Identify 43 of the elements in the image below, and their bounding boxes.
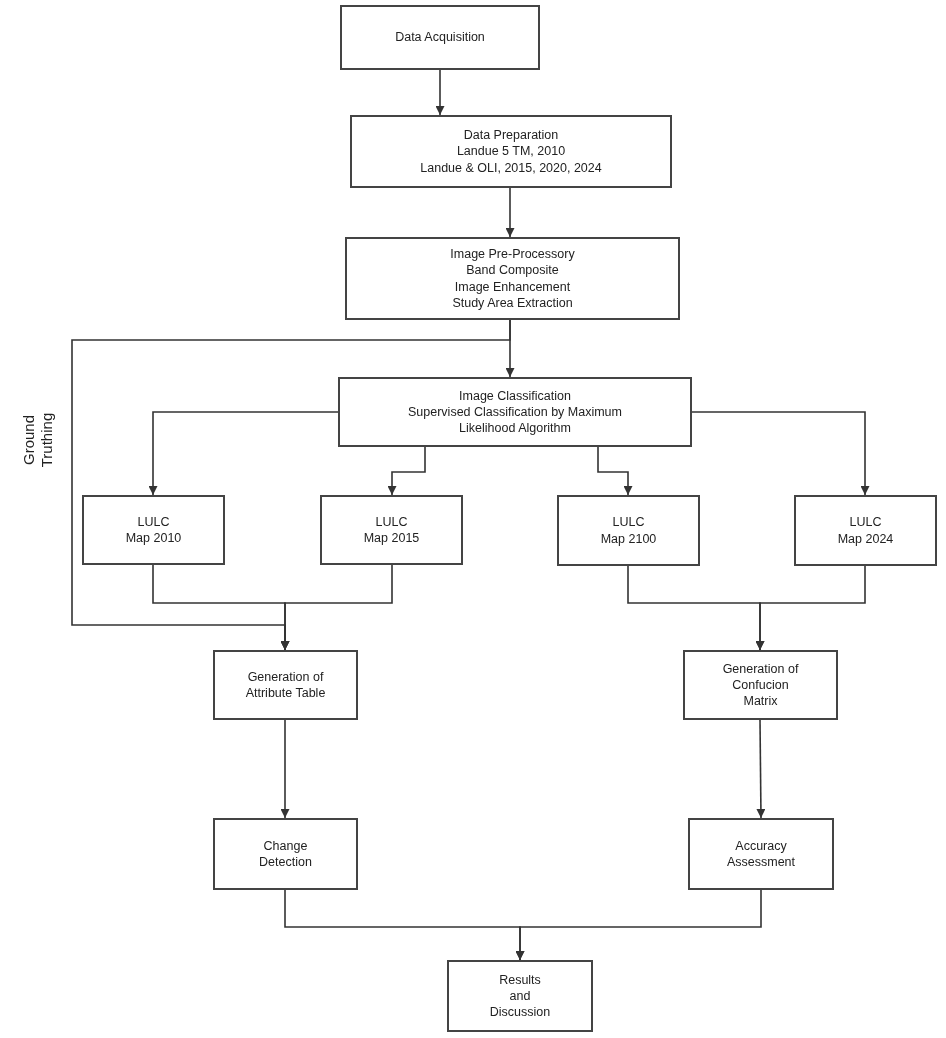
process-box <box>683 650 838 720</box>
process-box <box>213 650 358 720</box>
arrow <box>387 446 426 496</box>
box-text: Landue & OLI, 2015, 2020, 2024 <box>420 159 602 176</box>
box-text: Generation of Attribute Table <box>244 668 327 702</box>
arrow <box>597 446 633 496</box>
process-box <box>338 377 692 447</box>
box-heading: Image Pre-Processory <box>450 246 575 263</box>
box-text: Supervised Classification by Maximum Likelihood Algorithm <box>407 403 623 437</box>
arrow <box>755 565 866 651</box>
process-box <box>345 237 680 320</box>
arrow <box>505 187 515 238</box>
arrow <box>435 69 445 116</box>
process-box <box>350 115 672 188</box>
arrow <box>148 411 339 496</box>
process-box <box>447 960 593 1032</box>
process-box <box>82 495 225 565</box>
box-text: LULC Map 2024 <box>836 514 895 547</box>
box-text: Band Composite <box>466 262 559 279</box>
box-text: LULC Map 2015 <box>362 513 421 547</box>
box-heading: Image Classification <box>459 387 571 404</box>
arrow <box>280 564 393 651</box>
box-text: Change Detection <box>258 837 313 871</box>
box-text: Landue 5 TM, 2010 <box>456 143 566 160</box>
box-text: Data Acquisition <box>395 29 485 46</box>
arrow <box>280 719 290 819</box>
arrow <box>691 411 870 496</box>
arrow <box>756 719 766 819</box>
box-text: LULC Map 2010 <box>124 513 183 547</box>
process-box <box>340 5 540 70</box>
process-box <box>320 495 463 565</box>
box-text: Results and Discussion <box>489 971 551 1021</box>
arrow <box>515 889 762 961</box>
process-box <box>794 495 937 566</box>
box-text: Image Enhancement <box>454 278 571 295</box>
box-text: Generation of Confucion Matrix <box>721 660 800 710</box>
process-box <box>557 495 700 566</box>
box-text: Study Area Extraction <box>452 294 573 311</box>
process-box <box>688 818 834 890</box>
box-heading: Data Preparation <box>463 127 559 144</box>
box-text: Accuracy Assessment <box>725 837 797 871</box>
box-text: LULC Map 2100 <box>599 514 658 547</box>
process-box <box>213 818 358 890</box>
